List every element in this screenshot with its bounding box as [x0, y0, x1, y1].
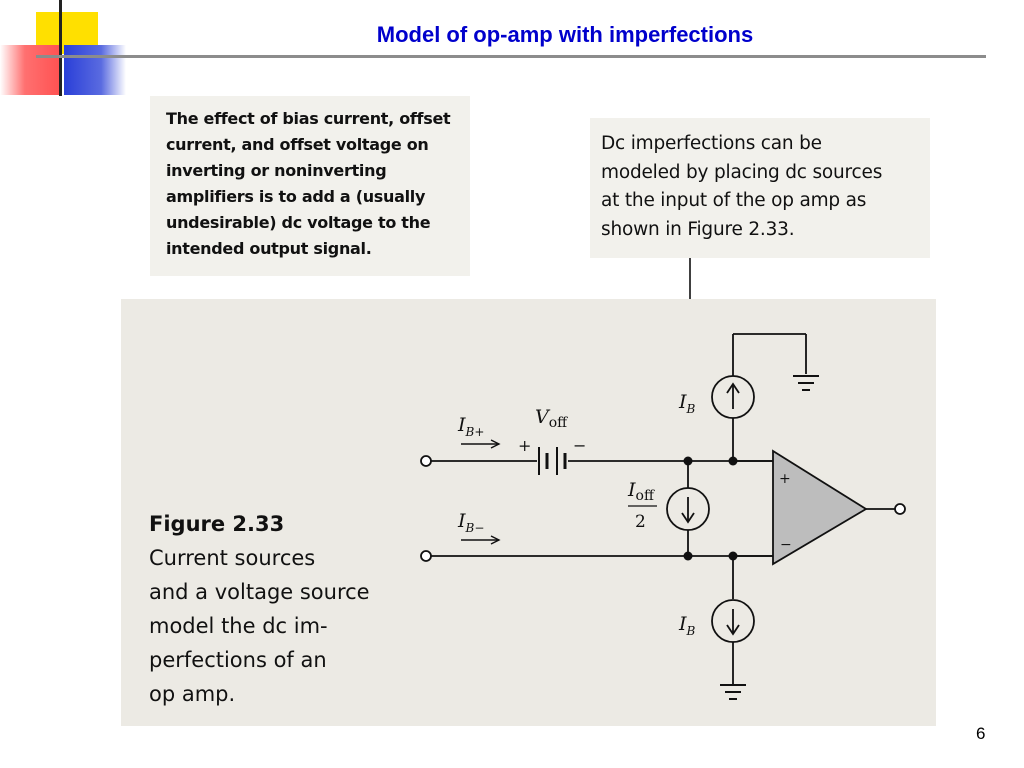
label-voff: Voff: [535, 406, 568, 431]
page-number: 6: [976, 724, 986, 743]
left-line: inverting or noninverting: [166, 161, 387, 180]
page-title: Model of op-amp with imperfections: [376, 22, 754, 47]
circuit-diagram: IB+ IB− Voff Ioff IB IB 2 + − + −: [420, 333, 906, 700]
deco-blue-square: [64, 45, 126, 95]
battery-plus-sign: +: [518, 436, 531, 455]
text-block-right: Dc imperfections can be modeled by placi…: [590, 118, 930, 258]
right-line: Dc imperfections can be: [601, 133, 822, 154]
opamp-triangle: [733, 449, 906, 566]
label-ioff: Ioff: [627, 479, 655, 504]
label-ib-top: IB: [678, 391, 696, 416]
left-line: amplifiers is to add a (usually: [166, 187, 426, 206]
caption-line: Current sources: [149, 546, 316, 570]
wire-inverting: [420, 550, 773, 562]
right-paragraph: Dc imperfections can be modeled by placi…: [601, 130, 882, 244]
wire-noninverting: [420, 455, 773, 467]
left-paragraph: The effect of bias current, offset curre…: [166, 106, 451, 262]
caption-body: Current sources and a voltage source mod…: [149, 541, 419, 711]
title-divider: [36, 55, 986, 58]
current-arrows: [461, 439, 501, 545]
ground-icon: [793, 375, 819, 391]
junction-dots: [683, 456, 738, 561]
deco-vertical-line: [59, 0, 62, 96]
battery-minus-sign: −: [573, 436, 586, 455]
label-ib-plus: IB+: [457, 414, 484, 439]
left-line: undesirable) dc voltage to the: [166, 213, 431, 232]
label-ib-minus: IB−: [457, 510, 484, 535]
voltage-source-voff: [538, 447, 567, 475]
ground-icon: [720, 684, 746, 700]
caption-line: op amp.: [149, 682, 236, 706]
opamp-plus-sign: +: [779, 471, 791, 487]
right-line: modeled by placing dc sources: [601, 161, 883, 183]
deco-red-bar: [0, 45, 62, 95]
label-ib-bottom: IB: [678, 613, 696, 638]
figure-2-33: IB+ IB− Voff Ioff IB IB 2 + − + − Figure…: [121, 299, 936, 726]
opamp-minus-sign: −: [780, 537, 792, 553]
left-line: The effect of bias current, offset: [166, 109, 451, 128]
left-line: current, and offset voltage on: [166, 135, 429, 154]
right-line: shown in Figure 2.33.: [601, 218, 795, 240]
right-line: at the input of the op amp as: [601, 190, 867, 211]
current-source-ioff: [666, 461, 710, 556]
caption-line: model the dc im-: [149, 614, 328, 638]
current-source-ib-bottom: [711, 556, 755, 684]
label-ioff-denominator: 2: [635, 512, 646, 532]
caption-line: and a voltage source: [149, 580, 370, 604]
figure-caption: Figure 2.33 Current sources and a voltag…: [149, 507, 419, 711]
text-block-left: The effect of bias current, offset curre…: [150, 96, 470, 276]
caption-title: Figure 2.33: [149, 512, 285, 536]
current-source-ib-top: [711, 333, 807, 461]
left-line: intended output signal.: [166, 239, 372, 258]
caption-line: perfections of an: [149, 648, 327, 672]
